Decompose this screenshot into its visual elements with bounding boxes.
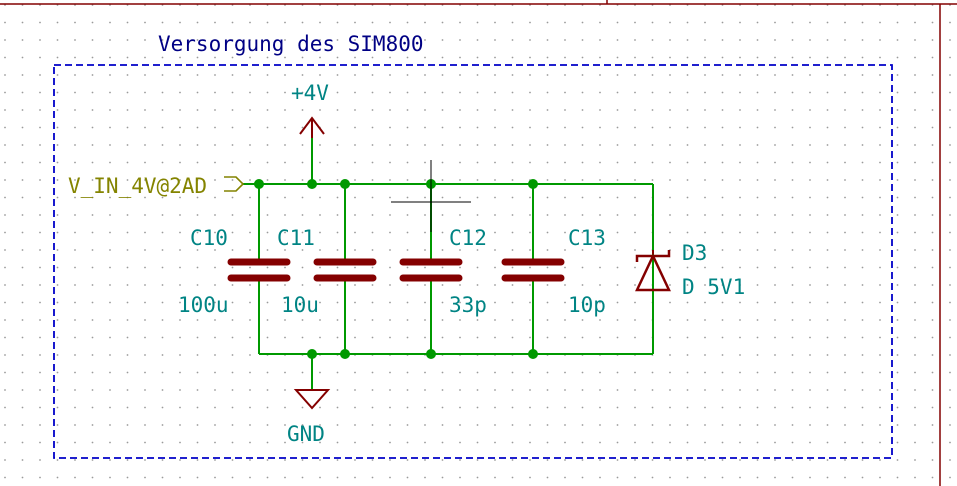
c11-value: 10u xyxy=(281,293,319,317)
cursor-crosshair xyxy=(391,160,471,232)
c10-ref: C10 xyxy=(190,226,228,250)
junction-dot xyxy=(307,179,317,189)
net-label-input[interactable]: V_IN_4V@2AD xyxy=(68,174,245,198)
d3-ref: D3 xyxy=(682,241,707,265)
d3-value: D 5V1 xyxy=(682,275,745,299)
capacitor-c12[interactable]: C12 33p xyxy=(399,226,487,317)
supply-label: +4V xyxy=(291,81,329,105)
net-label-text: V_IN_4V@2AD xyxy=(68,174,207,198)
ground-symbol[interactable]: GND xyxy=(287,389,331,446)
junction-dot xyxy=(426,349,436,359)
junction-dot xyxy=(528,179,538,189)
junction-dot xyxy=(340,179,350,189)
capacitor-c10[interactable]: C10 100u xyxy=(178,226,291,317)
junction-dot xyxy=(254,179,264,189)
c10-value: 100u xyxy=(178,293,229,317)
c12-ref: C12 xyxy=(449,226,487,250)
group-box xyxy=(53,64,893,459)
c13-ref: C13 xyxy=(568,226,606,250)
zener-diode-d3[interactable]: D3 D 5V1 xyxy=(635,241,745,299)
junction-dot xyxy=(340,349,350,359)
section-title: Versorgung des SIM800 xyxy=(158,32,424,56)
wires xyxy=(243,136,654,390)
junction-dot xyxy=(307,349,317,359)
ground-label: GND xyxy=(287,422,325,446)
junctions xyxy=(254,179,538,359)
capacitor-c13[interactable]: C13 10p xyxy=(501,226,606,317)
junction-dot xyxy=(528,349,538,359)
c12-value: 33p xyxy=(449,293,487,317)
c11-ref: C11 xyxy=(277,226,315,250)
c13-value: 10p xyxy=(568,293,606,317)
capacitor-c11[interactable]: C11 10u xyxy=(277,226,377,317)
supply-symbol[interactable]: +4V xyxy=(291,81,329,138)
